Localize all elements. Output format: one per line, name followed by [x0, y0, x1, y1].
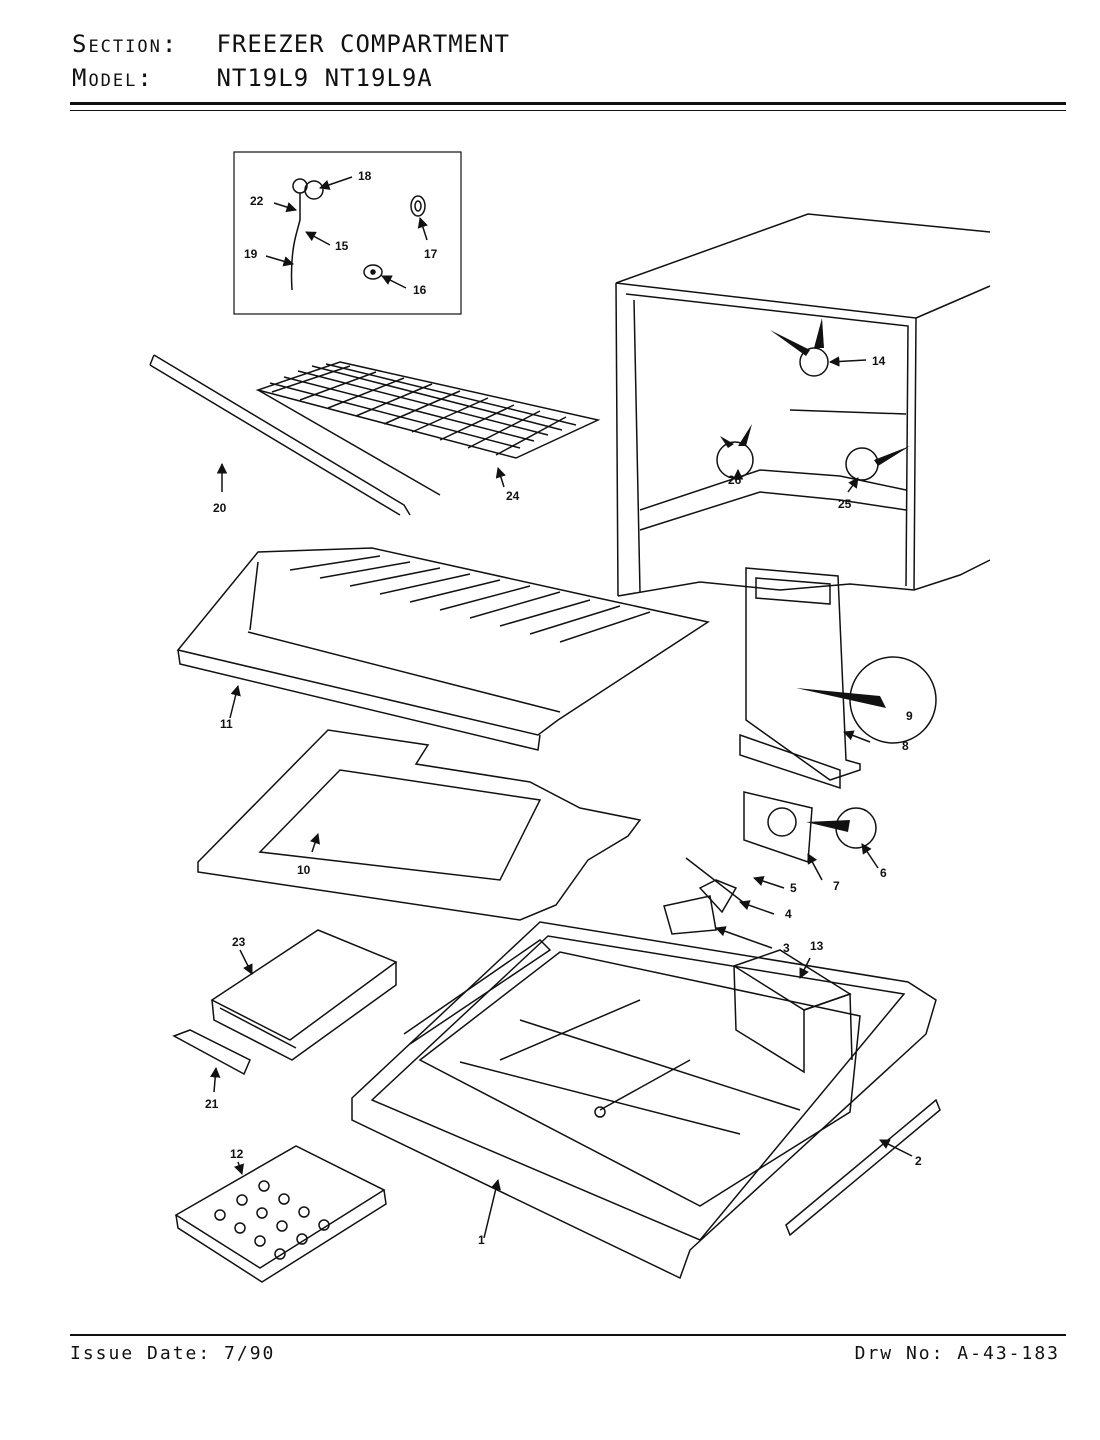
part-label-2: 2: [915, 1154, 922, 1168]
header-rule-thick: [70, 102, 1066, 105]
header-rule-thin: [70, 110, 1066, 111]
part-label-8: 8: [902, 739, 909, 753]
part-label-5: 5: [790, 881, 797, 895]
evaporator-cover: [739, 567, 937, 790]
part-labels: 1 2 3 4 5 6 7 8 9 10 11 12 13 14 15 16 1…: [205, 169, 922, 1247]
part-label-13: 13: [810, 939, 824, 953]
section-line: Section: FREEZER COMPARTMENT: [72, 32, 510, 56]
part-label-16: 16: [413, 283, 427, 297]
drawing-number: Drw No: A-43-183: [854, 1343, 1060, 1364]
ice-tray: [174, 1145, 387, 1283]
model-values: NT19L9 NT19L9A: [216, 64, 433, 92]
leader-lines: [209, 176, 913, 1239]
model-line: Model: NT19L9 NT19L9A: [72, 66, 433, 90]
part-label-17: 17: [424, 247, 438, 261]
part-label-23: 23: [232, 935, 246, 949]
section-value: FREEZER COMPARTMENT: [216, 30, 510, 58]
part-label-12: 12: [230, 1147, 244, 1161]
part-label-15: 15: [335, 239, 349, 253]
divider-block: [732, 949, 853, 1074]
part-label-9: 9: [906, 709, 913, 723]
wire-shelf: [149, 354, 601, 516]
model-label: Model:: [72, 64, 154, 92]
part-label-19: 19: [244, 247, 258, 261]
part-label-22: 22: [250, 194, 264, 208]
part-label-26: 26: [728, 473, 742, 487]
part-label-20: 20: [213, 501, 227, 515]
issue-date: Issue Date: 7/90: [70, 1343, 276, 1364]
part-label-18: 18: [358, 169, 372, 183]
part-label-10: 10: [297, 863, 311, 877]
part-label-14: 14: [872, 354, 886, 368]
part-label-4: 4: [785, 907, 792, 921]
part-label-6: 6: [880, 866, 887, 880]
part-label-7: 7: [833, 879, 840, 893]
freezer-cabinet: [615, 213, 991, 597]
footer-rule: [70, 1334, 1066, 1336]
inset-light-parts: [233, 151, 462, 315]
section-label: Section:: [72, 30, 179, 58]
freezer-shelf: [176, 547, 710, 751]
part-label-3: 3: [783, 941, 790, 955]
part-label-24: 24: [506, 489, 520, 503]
freezer-floor: [351, 921, 941, 1280]
pointer-wedges: [720, 318, 910, 832]
shelf-liner: [197, 729, 642, 921]
storage-bin: [172, 929, 398, 1076]
part-label-1: 1: [478, 1233, 485, 1247]
part-label-25: 25: [838, 497, 852, 511]
part-label-21: 21: [205, 1097, 219, 1111]
part-label-11: 11: [220, 717, 233, 731]
